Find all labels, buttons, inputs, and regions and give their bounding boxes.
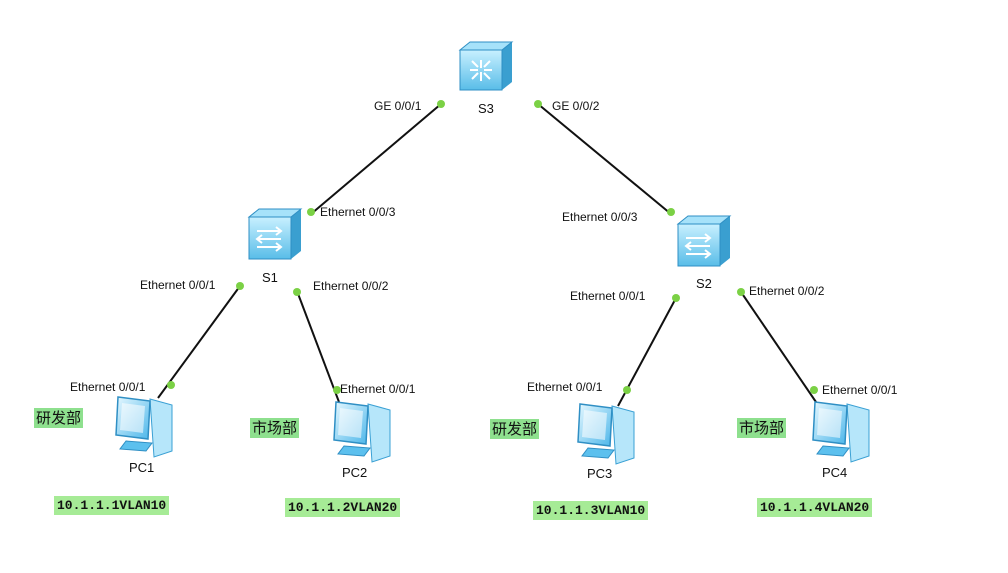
port-dot	[167, 381, 175, 389]
device-label-pc2: PC2	[342, 465, 367, 480]
port-dot	[667, 208, 675, 216]
port-dot	[737, 288, 745, 296]
address-tag-pc4: 10.1.1.4VLAN20	[757, 498, 873, 517]
device-label-s3: S3	[478, 101, 494, 116]
pc-icon[interactable]	[812, 401, 870, 463]
link-s1-pc1	[157, 285, 241, 399]
department-tag-pc4: 市场部	[737, 418, 787, 438]
port-label-pc1: Ethernet 0/0/1	[70, 380, 146, 394]
address-tag-pc1: 10.1.1.1VLAN10	[54, 496, 170, 515]
address-tag-pc3: 10.1.1.3VLAN10	[533, 501, 649, 520]
port-label-s2-left: Ethernet 0/0/1	[570, 289, 646, 303]
port-dot	[672, 294, 680, 302]
port-dot	[333, 386, 341, 394]
port-label-pc3: Ethernet 0/0/1	[527, 380, 603, 394]
device-label-pc1: PC1	[129, 460, 154, 475]
port-dot	[307, 208, 315, 216]
port-dot	[293, 288, 301, 296]
department-tag-pc2: 市场部	[250, 418, 300, 438]
port-dot	[810, 386, 818, 394]
pc-icon[interactable]	[115, 396, 173, 458]
department-tag-pc1: 研发部	[34, 408, 84, 428]
link-s3-s1	[310, 103, 442, 215]
device-label-s2: S2	[696, 276, 712, 291]
port-label-s2-right: Ethernet 0/0/2	[749, 284, 825, 298]
link-s1-pc2	[296, 290, 340, 403]
access-switch-icon[interactable]	[247, 208, 303, 260]
core-switch-icon[interactable]	[458, 41, 514, 91]
port-label-s3-right: GE 0/0/2	[552, 99, 600, 113]
department-tag-pc3: 研发部	[490, 419, 540, 439]
link-s2-pc4	[740, 291, 817, 403]
link-s3-s2	[537, 103, 672, 215]
port-dot	[236, 282, 244, 290]
port-label-s2-up: Ethernet 0/0/3	[562, 210, 638, 224]
port-label-pc4: Ethernet 0/0/1	[822, 383, 898, 397]
port-dot	[623, 386, 631, 394]
port-dot	[437, 100, 445, 108]
device-label-pc3: PC3	[587, 466, 612, 481]
access-switch-icon[interactable]	[676, 215, 732, 267]
port-label-pc2: Ethernet 0/0/1	[340, 382, 416, 396]
port-dot	[534, 100, 542, 108]
pc-icon[interactable]	[577, 403, 635, 465]
port-label-s1-left: Ethernet 0/0/1	[140, 278, 216, 292]
port-label-s3-left: GE 0/0/1	[374, 99, 422, 113]
device-label-pc4: PC4	[822, 465, 847, 480]
address-tag-pc2: 10.1.1.2VLAN20	[285, 498, 401, 517]
device-label-s1: S1	[262, 270, 278, 285]
port-label-s1-right: Ethernet 0/0/2	[313, 279, 389, 293]
pc-icon[interactable]	[333, 401, 391, 463]
port-label-s1-up: Ethernet 0/0/3	[320, 205, 396, 219]
